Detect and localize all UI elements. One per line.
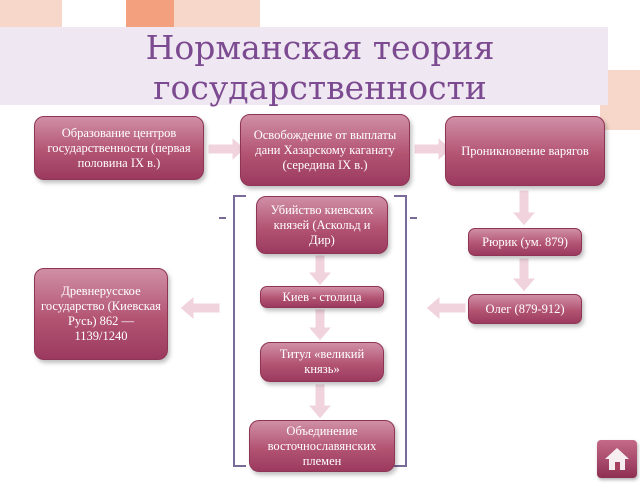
box-oleg-text: Олег (879-912) bbox=[485, 301, 565, 316]
title-line-2: государственности bbox=[153, 68, 487, 107]
box-formation-text: Образование центров государственности (п… bbox=[47, 125, 191, 170]
box-rurik-text: Рюрик (ум. 879) bbox=[482, 234, 568, 249]
box-formation: Образование центров государственности (п… bbox=[34, 116, 204, 180]
box-liberation-text: Освобождение от выплаты дани Хазарскому … bbox=[253, 127, 397, 172]
arrow-right-2 bbox=[413, 135, 452, 163]
arrow-left-state bbox=[179, 294, 221, 322]
arrow-down-right-2 bbox=[510, 257, 538, 293]
arrow-right-1 bbox=[207, 135, 246, 163]
arrow-down-center-3 bbox=[306, 383, 334, 420]
arrow-left-oleg bbox=[425, 294, 467, 322]
page-title: Норманская теория государственности bbox=[120, 28, 520, 108]
arrow-down-center-1 bbox=[306, 254, 334, 287]
bracket-left bbox=[233, 195, 246, 467]
title-band bbox=[0, 27, 608, 105]
box-liberation: Освобождение от выплаты дани Хазарскому … bbox=[240, 114, 410, 186]
box-unification: Объединение восточнославянских племен bbox=[249, 420, 395, 472]
box-old-rus-state-text: Древнерусское государство (Киевская Русь… bbox=[41, 284, 161, 343]
title-line-1: Норманская теория bbox=[145, 28, 495, 67]
box-grand-prince-title: Титул «великий князь» bbox=[260, 342, 384, 382]
box-murder-text: Убийство киевских князей (Аскольд и Дир) bbox=[270, 202, 374, 247]
bracket-right bbox=[394, 195, 407, 467]
arrow-down-right-1 bbox=[510, 189, 538, 227]
box-kiev-capital: Киев - столица bbox=[260, 286, 384, 308]
home-icon bbox=[605, 448, 629, 470]
box-oleg: Олег (879-912) bbox=[468, 294, 582, 324]
box-grand-prince-title-text: Титул «великий князь» bbox=[279, 347, 365, 376]
box-varangians: Проникновение варягов bbox=[445, 116, 605, 186]
arrow-down-center-2 bbox=[306, 308, 334, 342]
box-unification-text: Объединение восточнославянских племен bbox=[267, 423, 377, 468]
box-kiev-capital-text: Киев - столица bbox=[282, 289, 362, 304]
box-murder: Убийство киевских князей (Аскольд и Дир) bbox=[256, 196, 388, 254]
box-old-rus-state: Древнерусское государство (Киевская Русь… bbox=[34, 268, 168, 360]
box-varangians-text: Проникновение варягов bbox=[461, 143, 589, 158]
home-button[interactable] bbox=[597, 440, 637, 478]
box-rurik: Рюрик (ум. 879) bbox=[468, 228, 582, 256]
